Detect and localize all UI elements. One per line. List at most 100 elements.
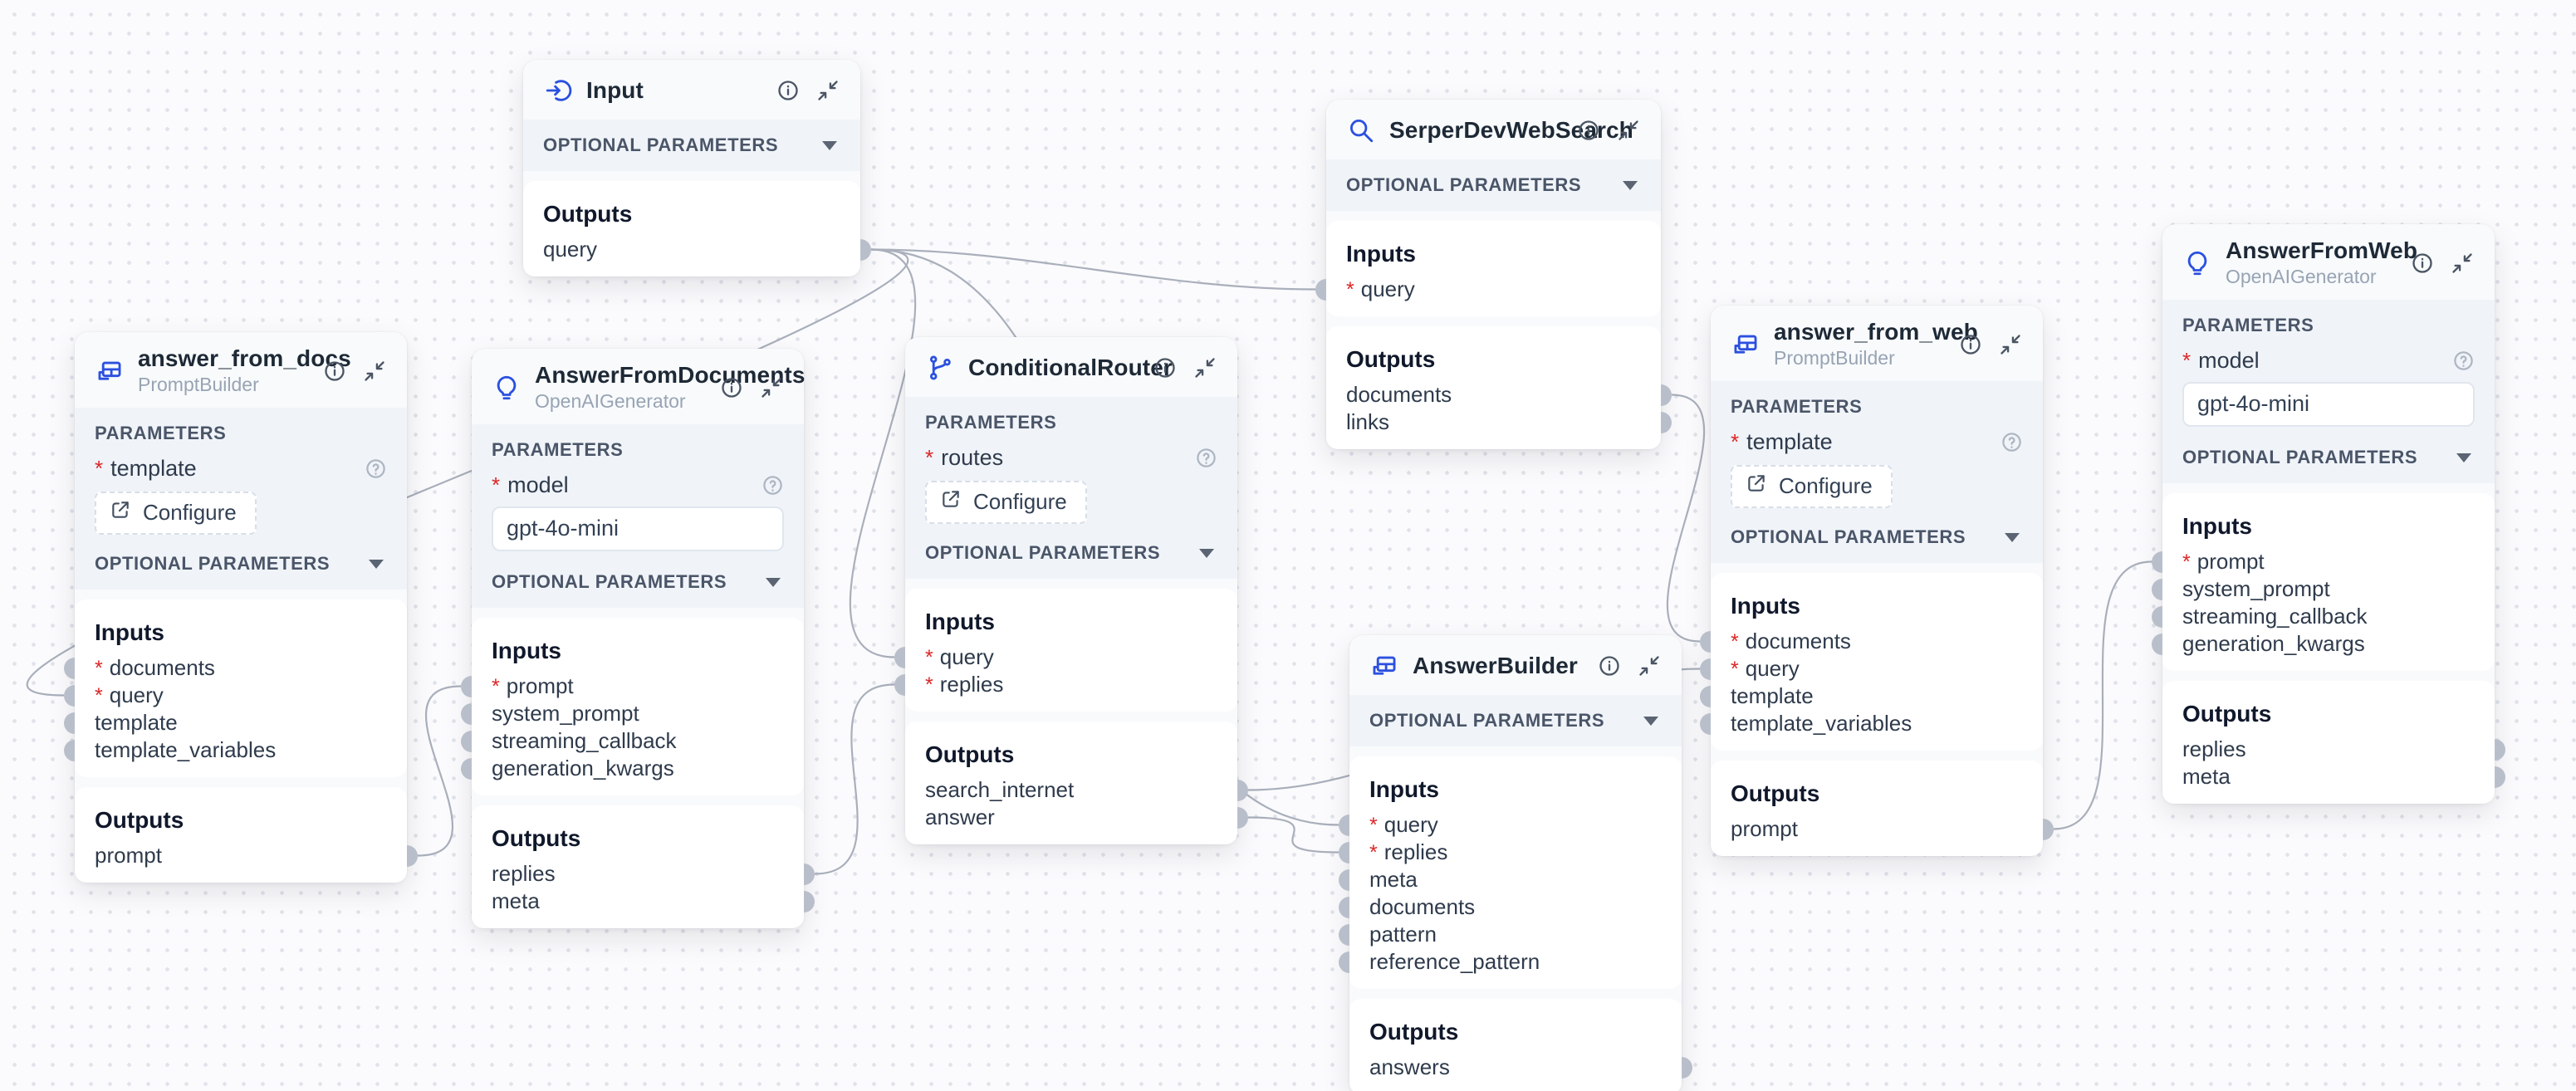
info-icon[interactable] — [776, 78, 801, 103]
node-header[interactable]: answer_from_web PromptBuilder — [1711, 306, 2043, 381]
node-header[interactable]: answer_from_docs PromptBuilder — [75, 332, 407, 408]
node-header[interactable]: Input — [523, 60, 860, 120]
port-handle[interactable] — [1700, 685, 1711, 707]
optional-parameters-toggle[interactable]: OPTIONAL PARAMETERS — [2182, 435, 2475, 478]
port-handle[interactable] — [1237, 806, 1248, 829]
collapse-icon[interactable] — [1998, 332, 2023, 357]
help-icon[interactable] — [2452, 350, 2475, 372]
port-handle[interactable] — [2043, 818, 2054, 840]
port-handle[interactable] — [2495, 766, 2505, 788]
port-handle[interactable] — [894, 673, 905, 696]
info-icon[interactable] — [719, 375, 744, 400]
configure-button[interactable]: Configure — [925, 481, 1087, 524]
info-icon[interactable] — [1597, 653, 1622, 678]
node-header[interactable]: AnswerFromWeb OpenAIGenerator — [2162, 224, 2495, 300]
edge-input.query-to-serperdev.query[interactable] — [870, 248, 1316, 291]
node-gen_docs[interactable]: AnswerFromDocuments OpenAIGenerator PARA… — [461, 349, 815, 928]
optional-parameters-toggle[interactable]: OPTIONAL PARAMETERS — [1346, 163, 1641, 206]
node-header[interactable]: SerperDevWebSearch — [1326, 100, 1661, 159]
port-handle[interactable] — [894, 646, 905, 668]
port-handle[interactable] — [1682, 1056, 1692, 1079]
port-handle[interactable] — [860, 238, 871, 261]
port-handle[interactable] — [64, 712, 75, 734]
configure-button[interactable]: Configure — [95, 492, 257, 535]
edge-gen_docs.replies-to-router.replies[interactable] — [814, 683, 895, 875]
edge-router.answer-to-answer_builder.replies[interactable] — [1247, 816, 1339, 854]
port-name: prompt — [2196, 549, 2265, 574]
port-handle[interactable] — [461, 675, 472, 697]
info-icon[interactable] — [322, 359, 347, 384]
port-handle[interactable] — [1700, 712, 1711, 735]
port-handle[interactable] — [1661, 411, 1672, 433]
node-answer_builder[interactable]: AnswerBuilder OPTIONAL PARAMETERS Inputs… — [1339, 635, 1692, 1091]
optional-parameters-toggle[interactable]: OPTIONAL PARAMETERS — [492, 560, 784, 603]
help-icon[interactable] — [365, 457, 387, 480]
configure-button[interactable]: Configure — [1731, 465, 1893, 508]
port-handle[interactable] — [1339, 841, 1349, 864]
optional-parameters-toggle[interactable]: OPTIONAL PARAMETERS — [1369, 698, 1662, 741]
port-handle[interactable] — [1237, 779, 1248, 801]
collapse-icon[interactable] — [362, 359, 387, 384]
port-handle[interactable] — [407, 844, 418, 867]
collapse-icon[interactable] — [2450, 251, 2475, 276]
collapse-icon[interactable] — [815, 78, 840, 103]
optional-parameters-toggle[interactable]: OPTIONAL PARAMETERS — [95, 541, 387, 585]
port-handle[interactable] — [1339, 868, 1349, 891]
edge-serperdev.documents-to-answer_from_web.documents[interactable] — [1666, 394, 1706, 643]
port-handle[interactable] — [804, 890, 815, 912]
collapse-icon[interactable] — [1616, 118, 1641, 143]
collapse-icon[interactable] — [759, 375, 784, 400]
port-handle[interactable] — [64, 684, 75, 707]
node-header[interactable]: ConditionalRouter — [905, 337, 1237, 397]
node-gen_web[interactable]: AnswerFromWeb OpenAIGenerator PARAMETERS… — [2152, 224, 2505, 804]
help-icon[interactable] — [762, 474, 784, 497]
edge-input.query-to-answer_from_docs.query[interactable] — [26, 248, 909, 697]
port-handle[interactable] — [64, 657, 75, 679]
port-handle[interactable] — [1339, 814, 1349, 836]
optional-parameters-toggle[interactable]: OPTIONAL PARAMETERS — [925, 531, 1217, 574]
port-handle[interactable] — [1315, 278, 1326, 301]
parameter-model-input[interactable] — [492, 506, 784, 551]
port-handle[interactable] — [461, 730, 472, 752]
port-handle[interactable] — [2152, 578, 2162, 600]
parameter-model-input[interactable] — [2182, 382, 2475, 427]
info-icon[interactable] — [1576, 118, 1601, 143]
help-icon[interactable] — [1195, 447, 1217, 469]
optional-parameters-toggle[interactable]: OPTIONAL PARAMETERS — [1731, 515, 2023, 558]
port-handle[interactable] — [2152, 605, 2162, 628]
serperdev-inputs-card: Inputs*query — [1315, 221, 1661, 316]
port-handle[interactable] — [1700, 630, 1711, 653]
port-handle[interactable] — [64, 739, 75, 761]
info-icon[interactable] — [1153, 355, 1178, 380]
port-handle[interactable] — [804, 863, 815, 885]
node-header[interactable]: AnswerFromDocuments OpenAIGenerator — [472, 349, 805, 424]
port-handle[interactable] — [1339, 923, 1349, 946]
node-serperdev[interactable]: SerperDevWebSearch OPTIONAL PARAMETERS I… — [1315, 100, 1672, 449]
edge-answer_from_web.prompt-to-gen_web.prompt[interactable] — [2053, 560, 2152, 830]
optional-parameters-toggle[interactable]: OPTIONAL PARAMETERS — [543, 123, 840, 166]
port-handle[interactable] — [2152, 550, 2162, 573]
port-handle[interactable] — [1339, 896, 1349, 918]
port-handle[interactable] — [1339, 951, 1349, 973]
edge-answer_from_docs.prompt-to-gen_docs.prompt[interactable] — [417, 685, 462, 857]
node-answer_from_web[interactable]: answer_from_web PromptBuilder PARAMETERS… — [1700, 306, 2054, 856]
port-handle[interactable] — [1700, 658, 1711, 680]
collapse-icon[interactable] — [1193, 355, 1217, 380]
info-icon[interactable] — [2410, 251, 2435, 276]
port-handle[interactable] — [2152, 633, 2162, 655]
node-answer_from_docs[interactable]: answer_from_docs PromptBuilder PARAMETER… — [64, 332, 418, 883]
collapse-icon[interactable] — [1637, 653, 1662, 678]
info-icon[interactable] — [1958, 332, 1983, 357]
port-name: prompt — [506, 673, 574, 698]
port-name: query — [109, 682, 164, 707]
port-handle[interactable] — [461, 702, 472, 725]
node-header[interactable]: AnswerBuilder — [1349, 635, 1682, 695]
port-handle[interactable] — [2495, 738, 2505, 761]
port-handle[interactable] — [461, 757, 472, 780]
port-handle[interactable] — [1661, 384, 1672, 406]
help-icon[interactable] — [2001, 431, 2023, 453]
edge-input.query-to-router.query[interactable] — [849, 248, 917, 658]
